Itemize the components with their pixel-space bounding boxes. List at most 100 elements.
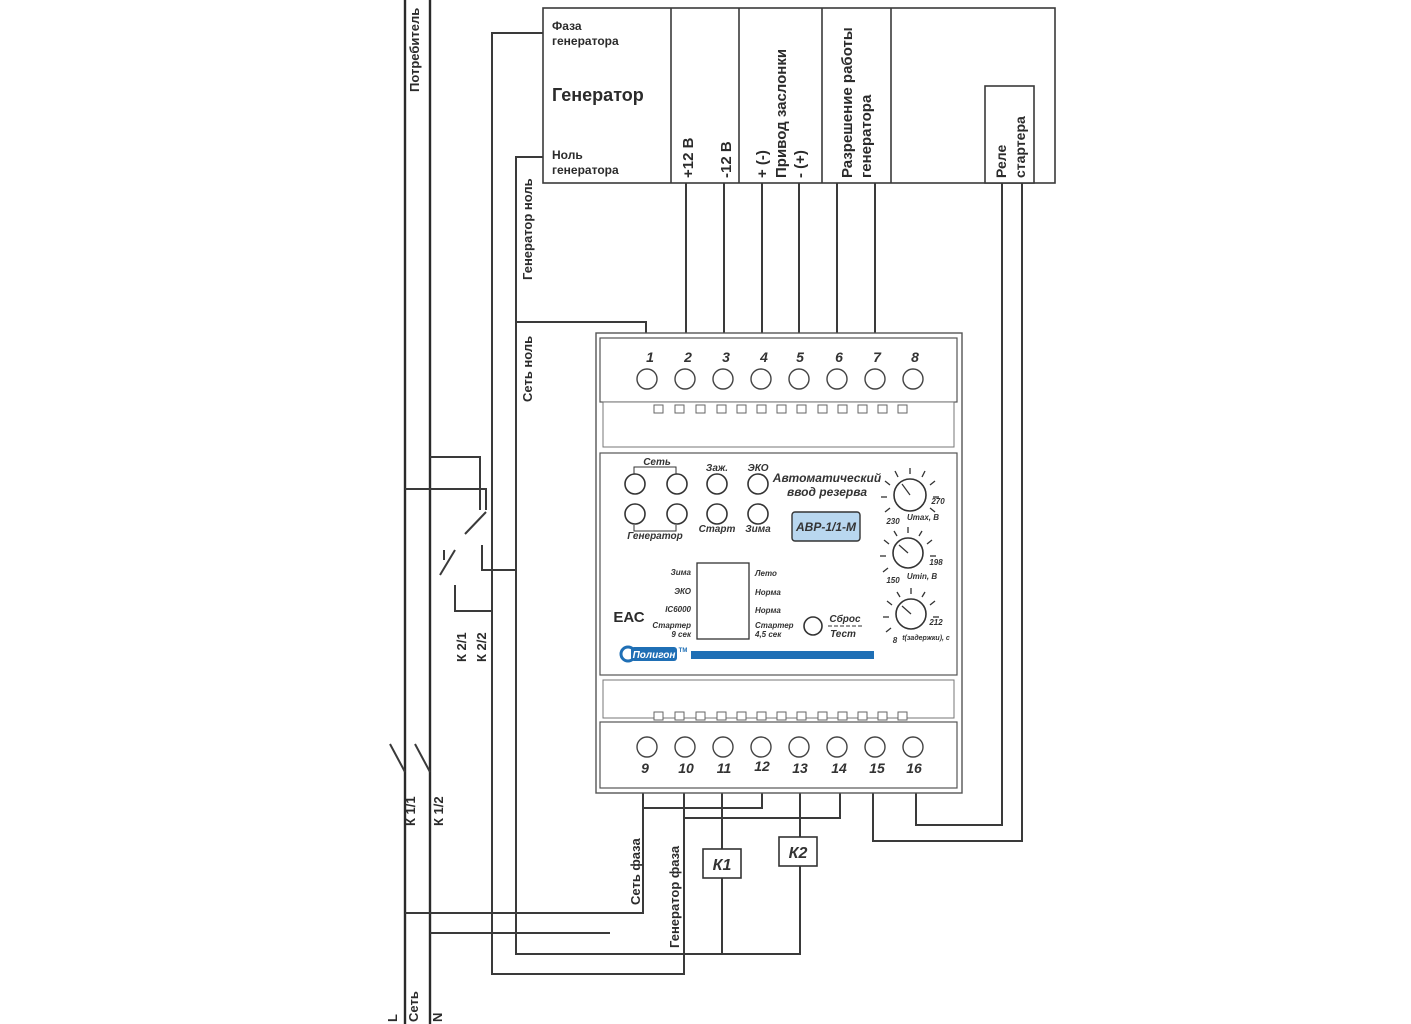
permit-label-1: Разрешение работы <box>839 27 856 178</box>
terminal-label-3: 3 <box>722 349 730 365</box>
terminal-7[interactable] <box>864 368 886 390</box>
terminal-10[interactable] <box>674 736 696 758</box>
delay-max: 212 <box>928 618 943 627</box>
terminal-5[interactable] <box>788 368 810 390</box>
wire-k2-supply <box>683 792 841 819</box>
terminal-label-6: 6 <box>835 349 843 365</box>
eac-mark: ЕАС <box>613 609 644 626</box>
led-net-1 <box>624 473 646 495</box>
k22-contact <box>439 549 456 576</box>
terminal-label-8: 8 <box>911 349 919 365</box>
led-gen-1 <box>624 503 646 525</box>
umax-label: Umax, В <box>907 513 939 522</box>
terminal-4[interactable] <box>750 368 772 390</box>
terminal-label-15: 15 <box>869 760 885 776</box>
wire-labels: Потребитель Генератор ноль Сеть ноль Сет… <box>385 8 682 1022</box>
umax-knob[interactable] <box>881 468 939 513</box>
device-title-2: ввод резерва <box>787 485 867 499</box>
L-label: L <box>385 1014 400 1022</box>
dip-right-2: Норма <box>755 588 781 597</box>
k2-coil: К2 <box>778 836 818 867</box>
terminal-13[interactable] <box>788 736 810 758</box>
generator-title: Генератор <box>552 85 644 105</box>
dip-switch-window[interactable] <box>696 562 750 640</box>
dip-right-1: Лето <box>754 569 777 578</box>
reset-test-button[interactable] <box>803 616 823 636</box>
delay-min: 8 <box>893 636 898 645</box>
terminal-2[interactable] <box>674 368 696 390</box>
terminal-label-14: 14 <box>831 760 847 776</box>
indicator-leds: Сеть Генератор Заж. ЭКО Старт Зима <box>624 457 771 542</box>
damper-plus-label: + (-) <box>754 150 771 178</box>
led-net-label: Сеть <box>643 457 671 468</box>
wire-mains-phase <box>405 792 644 914</box>
dip-left-1: Зима <box>671 568 692 577</box>
terminal-label-12: 12 <box>754 758 770 774</box>
damper-title: Привод заслонки <box>773 49 790 178</box>
dip-left-4: Стартер <box>652 621 691 630</box>
gen-phase-label-1: Фаза <box>552 19 582 33</box>
delay-knob[interactable] <box>883 588 939 633</box>
dip-left-labels: Зима ЭКО IC6000 Стартер 9 сек <box>652 568 692 639</box>
terminal-label-1: 1 <box>646 349 654 365</box>
model-badge <box>791 511 861 542</box>
k22-label: К 2/2 <box>474 632 489 662</box>
terminal-6[interactable] <box>826 368 848 390</box>
terminal-11[interactable] <box>712 736 734 758</box>
brand-name: Полигон <box>633 650 676 661</box>
terminal-12[interactable] <box>750 736 772 758</box>
terminal-16[interactable] <box>902 736 924 758</box>
brand-tm: TM <box>679 648 688 654</box>
mains-neutral-wire-label: Сеть ноль <box>520 336 535 402</box>
umin-min: 150 <box>886 576 900 585</box>
mains-phase-wire-label: Сеть фаза <box>628 838 643 905</box>
terminal-1[interactable] <box>636 368 658 390</box>
device-title-1: Автоматический <box>772 471 882 485</box>
damper-minus-label: - (+) <box>792 150 809 178</box>
umax-max: 270 <box>930 497 945 506</box>
permit-label-2: генератора <box>858 94 875 178</box>
k12-label: К 1/2 <box>431 796 446 826</box>
k1-coil-label: К1 <box>713 857 732 874</box>
led-generator-label: Генератор <box>627 531 682 542</box>
starter-relay-label-2: стартера <box>1012 116 1028 178</box>
led-net-2 <box>666 473 688 495</box>
test-label: Тест <box>830 629 856 640</box>
umin-knob[interactable] <box>880 527 936 573</box>
k21-contact <box>464 511 487 535</box>
bottom-terminals: 9 10 11 12 13 14 15 16 <box>636 736 924 776</box>
dip-right-5: 4,5 сек <box>754 630 782 639</box>
k12-contact <box>414 743 431 773</box>
terminal-3[interactable] <box>712 368 734 390</box>
wire-k21-top <box>405 488 487 510</box>
mains-label: Сеть <box>406 991 421 1022</box>
avr-device: 1 2 3 4 5 6 7 8 9 10 11 12 13 14 15 16 <box>595 332 963 794</box>
umin-max: 198 <box>929 558 943 567</box>
terminal-label-13: 13 <box>792 760 808 776</box>
terminal-label-2: 2 <box>683 349 692 365</box>
wire-starter-relay-b <box>915 183 1003 826</box>
terminal-9[interactable] <box>636 736 658 758</box>
top-slots <box>653 404 908 414</box>
generator-block: Фаза генератора Генератор Ноль генератор… <box>542 7 1056 184</box>
led-start <box>706 503 728 525</box>
wire-generator-phase <box>491 32 685 975</box>
terminal-14[interactable] <box>826 736 848 758</box>
consumer-label: Потребитель <box>407 8 422 92</box>
k11-contact <box>389 743 406 773</box>
gen-neutral-label-2: генератора <box>552 163 619 177</box>
gen-phase-wire-label: Генератор фаза <box>667 845 682 948</box>
wire-generator-neutral <box>515 156 801 955</box>
terminal-label-4: 4 <box>759 349 768 365</box>
minus12-label: -12 В <box>718 141 735 178</box>
N-label: N <box>430 1013 445 1022</box>
brand-stripe <box>691 651 874 659</box>
terminal-15[interactable] <box>864 736 886 758</box>
terminal-8[interactable] <box>902 368 924 390</box>
gen-phase-label-2: генератора <box>552 34 619 48</box>
dip-left-2: ЭКО <box>674 587 692 596</box>
gen-neutral-label-1: Ноль <box>552 148 583 162</box>
top-terminals: 1 2 3 4 5 6 7 8 <box>636 349 924 390</box>
led-gen-2 <box>666 503 688 525</box>
